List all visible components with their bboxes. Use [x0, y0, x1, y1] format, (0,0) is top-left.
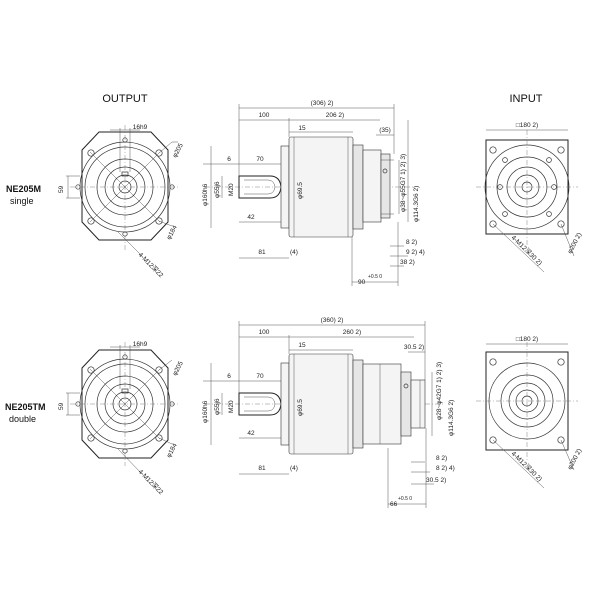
- input-pcd-dim-single: φ200 2): [567, 232, 584, 255]
- side-8b-dim-double: 8 2) 4): [436, 465, 455, 472]
- side-30-5-dim-double: 30.5 2): [426, 477, 446, 484]
- side-70-dim-single: 70: [256, 156, 264, 163]
- side-70-dim-double: 70: [256, 373, 264, 380]
- side-9-dim-single: 9 2) 4): [406, 249, 425, 256]
- side-15-dim-single: 15: [298, 125, 306, 132]
- type-label-single: single: [10, 196, 34, 206]
- side-shaft-dia-double: φ55j6: [214, 398, 221, 415]
- side-flange-dia-double: φ160h6: [202, 400, 209, 423]
- input-pcd-dim-double: φ200 2): [567, 448, 584, 471]
- input-bolt-dim-single: 4-M12深30 2): [510, 233, 545, 267]
- side-30-dim-double: 30.5 2): [404, 344, 424, 351]
- side-42-dim-double: 42: [247, 430, 255, 437]
- side-42-dim-single: 42: [247, 214, 255, 221]
- output-pcd-dim-double: φ205: [172, 360, 185, 377]
- side-4-dim-single: (4): [290, 249, 298, 256]
- output-height-dim-single: 59: [58, 185, 65, 193]
- side-total-dim-single: (306) 2): [311, 100, 334, 107]
- side-4-dim-double: (4): [290, 465, 298, 472]
- output-dia-dim-single: φ184: [166, 224, 179, 241]
- side-206-dim-single: 206 2): [326, 112, 344, 119]
- side-100-dim-double: 100: [259, 329, 270, 336]
- side-key-dim-single: M20: [228, 183, 235, 196]
- side-260-dim-double: 260 2): [343, 329, 361, 336]
- side-81-dim-single: 81: [258, 249, 266, 256]
- side-total-dim-double: (360) 2): [321, 317, 344, 324]
- output-key-dim-double: 16h9: [133, 341, 148, 348]
- input-end-view-double: □180 2) 4-M12深30 2) φ200 2): [476, 336, 584, 489]
- output-height-dim-double: 59: [58, 402, 65, 410]
- side-boss-dia-single: φ69.5: [297, 182, 304, 199]
- side-6-dim-double: 6: [227, 373, 231, 380]
- side-view-double: (360) 2) 100 260 2) 15 30.5 2) 6 70 42 8…: [202, 317, 455, 508]
- input-square-dim-double: □180 2): [516, 336, 538, 343]
- side-90-dim-single: 90: [358, 279, 366, 286]
- side-8-dim-double: 8 2): [436, 455, 447, 462]
- side-flange-dia-single: φ160h6: [202, 183, 209, 206]
- output-pcd-dim-single: φ205: [172, 142, 185, 159]
- side-tol-single: +0.5 0: [368, 274, 382, 280]
- output-dia-dim-double: φ184: [166, 442, 179, 459]
- input-end-view-single: □180 2) 4-M12深30 2) φ200 2): [476, 122, 584, 273]
- side-bore-dia-single: φ38~φ55G7 1) 2) 3): [400, 154, 407, 212]
- output-bolt-dim-double: 4-M12深22: [137, 467, 166, 496]
- side-boss-dia-double: φ69.5: [297, 399, 304, 416]
- output-bolt-dim-single: 4-M12深22: [137, 250, 166, 279]
- model-label-single: NE205M: [6, 184, 41, 194]
- side-key-dim-double: M20: [228, 400, 235, 413]
- input-header: INPUT: [510, 93, 543, 105]
- side-pilot-dia-single: φ114.3G6 2): [413, 186, 420, 222]
- side-tol-double: +0.5 0: [398, 496, 412, 502]
- model-label-double: NE205TM: [5, 402, 46, 412]
- side-pilot-dia-double: φ114.3G6 2): [448, 400, 455, 436]
- side-35-dim-single: (35): [379, 127, 391, 134]
- side-8-dim-single: 8 2): [406, 239, 417, 246]
- side-81-dim-double: 81: [258, 465, 266, 472]
- side-bore-dia-double: φ28~φ42G7 1) 2) 3): [436, 362, 443, 420]
- side-6-dim-single: 6: [227, 156, 231, 163]
- type-label-double: double: [9, 414, 36, 424]
- side-38-dim-single: 38 2): [400, 259, 415, 266]
- output-header: OUTPUT: [102, 93, 148, 105]
- side-view-single: (306) 2) 100 206 2) 15 (35) 6 70 42 81 (…: [202, 100, 425, 286]
- input-square-dim-single: □180 2): [516, 122, 538, 129]
- side-shaft-dia-single: φ55j6: [214, 181, 221, 198]
- side-100-dim-single: 100: [259, 112, 270, 119]
- output-key-dim-single: 16h9: [133, 124, 148, 131]
- output-end-view-double: 16h9 φ205 59 φ184 4-M12深22: [58, 341, 185, 496]
- output-end-view-single: 16h9 φ205 59 φ184 4-M12深22: [58, 124, 185, 279]
- side-66-dim-double: 66: [390, 501, 398, 508]
- side-15-dim-double: 15: [298, 342, 306, 349]
